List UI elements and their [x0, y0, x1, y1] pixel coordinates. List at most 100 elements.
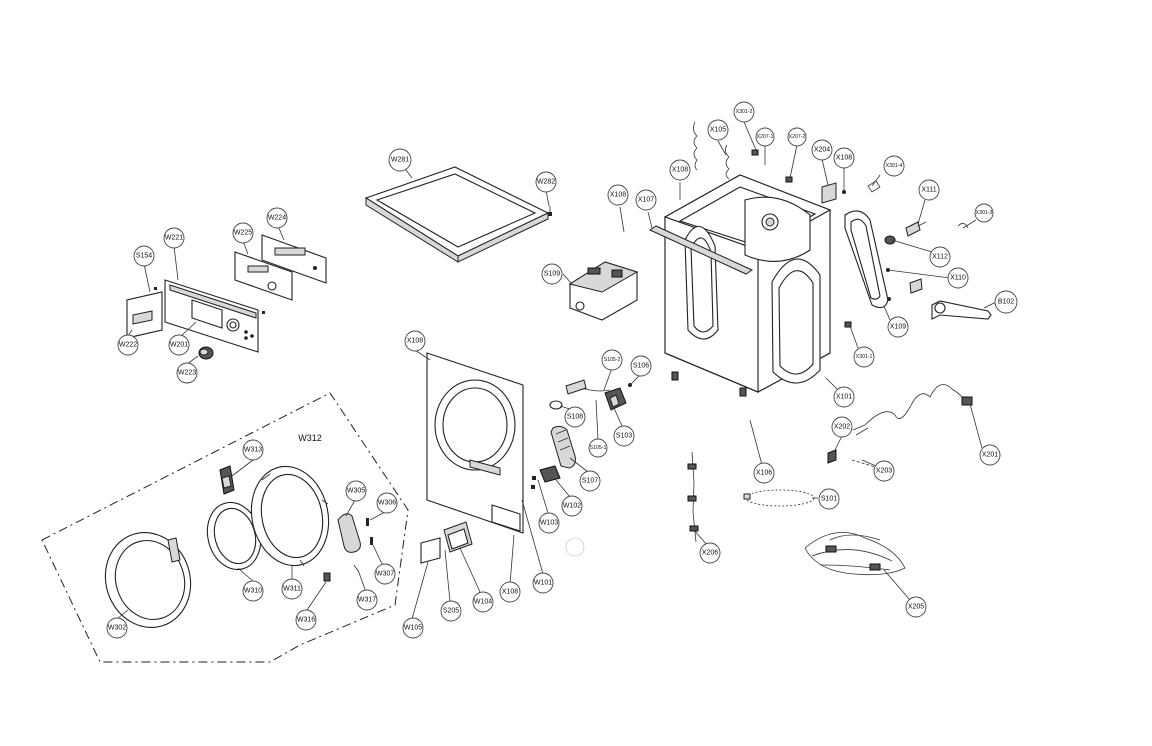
callout-s101: S101 [818, 488, 840, 510]
callout-label: W306 [378, 500, 396, 507]
callout-circle [499, 581, 521, 603]
callout-circle [699, 542, 721, 564]
callout-label: S205 [443, 608, 459, 615]
callout-label: W105 [404, 625, 422, 632]
callout-circle [818, 488, 840, 510]
callout-circle [404, 330, 426, 352]
callout-label: X207-2 [789, 134, 806, 140]
callout-w225: W225 [232, 222, 254, 244]
callout-label: X112 [932, 254, 948, 261]
callout-w222: W222 [117, 334, 139, 356]
callout-label: X301-2 [736, 109, 753, 115]
knob-part [198, 346, 214, 360]
door-assembly-outline [41, 392, 409, 663]
front-panel-part [426, 352, 535, 534]
callout-label: X301-3 [976, 210, 993, 216]
callout-s106: S106 [630, 355, 652, 377]
callout-label: X109 [890, 324, 906, 331]
callout-circle [601, 349, 623, 371]
wire-harness-part [804, 532, 906, 576]
callout-circle [535, 171, 557, 193]
callout-label: W103 [540, 520, 558, 527]
callout-label: S154 [136, 253, 152, 260]
callout-s103: S103 [613, 425, 635, 447]
callout-w105: W105 [402, 617, 424, 639]
callout-circle [753, 462, 775, 484]
top-cover-part [364, 166, 552, 263]
callout-w302: W302 [106, 617, 128, 639]
callout-label: W307 [376, 571, 394, 578]
callout-x207-1: X207-1 [755, 127, 775, 147]
callout-x109: X109 [887, 316, 909, 338]
door-glass-part [206, 501, 262, 571]
callout-circle [579, 470, 601, 492]
callout-x112: X112 [929, 246, 951, 268]
callout-x301-3: X301-3 [974, 203, 994, 223]
callout-circle [232, 222, 254, 244]
callout-circle [532, 572, 554, 594]
callout-w305: W305 [345, 480, 367, 502]
callout-label: X108 [502, 589, 518, 596]
drain-hose-part [550, 425, 576, 469]
callout-label: X108 [407, 338, 423, 345]
callout-label: X111 [921, 187, 936, 194]
callout-x110: X110 [947, 267, 969, 289]
callout-label: W101 [534, 580, 552, 587]
callout-x108: X108 [404, 330, 426, 352]
callout-s105-2: S105-2 [601, 349, 623, 371]
callout-label: W302 [108, 625, 126, 632]
dispenser-part [568, 261, 639, 321]
callout-s108: S108 [564, 406, 586, 428]
callout-label: S108 [567, 414, 583, 421]
callout-label: S105-2 [604, 357, 621, 363]
leader-lines [116, 121, 997, 620]
callout-circle [833, 147, 855, 169]
callout-circle [564, 406, 586, 428]
callout-x108: X108 [607, 184, 629, 206]
callout-circle [887, 316, 909, 338]
callout-circle [635, 189, 657, 211]
drawer-front-part [126, 287, 163, 339]
lock-housing-part [420, 521, 473, 564]
callout-label: W313 [244, 447, 262, 454]
control-panel-part [164, 279, 265, 353]
callout-x108: X108 [499, 581, 521, 603]
callout-x204: X204 [811, 139, 833, 161]
callout-w311: W311 [281, 578, 303, 600]
callout-circle [588, 438, 608, 458]
callout-x107: X107 [635, 189, 657, 211]
callout-x101: X101 [833, 386, 855, 408]
door-handle-part [337, 513, 361, 553]
power-cord-part [827, 384, 973, 473]
callout-label: X205 [908, 604, 924, 611]
callout-circle [356, 589, 378, 611]
callout-label: W225 [234, 230, 252, 237]
callout-s154: S154 [133, 245, 155, 267]
callout-x106: X106 [753, 462, 775, 484]
callout-circle [376, 492, 398, 514]
callout-label: X106 [756, 470, 772, 477]
callout-circle [929, 246, 951, 268]
callout-x105: X105 [707, 119, 729, 141]
callout-label: X110 [950, 275, 966, 282]
callout-circle [402, 617, 424, 639]
callout-w221: W221 [163, 227, 185, 249]
cabinet-part [663, 174, 832, 397]
callout-circle [163, 227, 185, 249]
callout-circle [345, 480, 367, 502]
crossbar-part [648, 225, 754, 275]
callout-circle [974, 203, 994, 223]
callout-circle [707, 119, 729, 141]
callout-label: X202 [834, 424, 850, 431]
callout-label: X201 [982, 452, 998, 459]
wrench-part [931, 300, 992, 320]
callout-circle [811, 139, 833, 161]
callout-w307: W307 [374, 563, 396, 585]
callout-label: W102 [563, 503, 581, 510]
callout-x301-1: X301-1 [853, 346, 875, 368]
callout-circle [388, 148, 412, 172]
callout-label: W305 [347, 488, 365, 495]
door-inner-frame-part [250, 465, 330, 567]
callout-label: X105 [710, 127, 726, 134]
callout-label: W104 [474, 599, 492, 606]
